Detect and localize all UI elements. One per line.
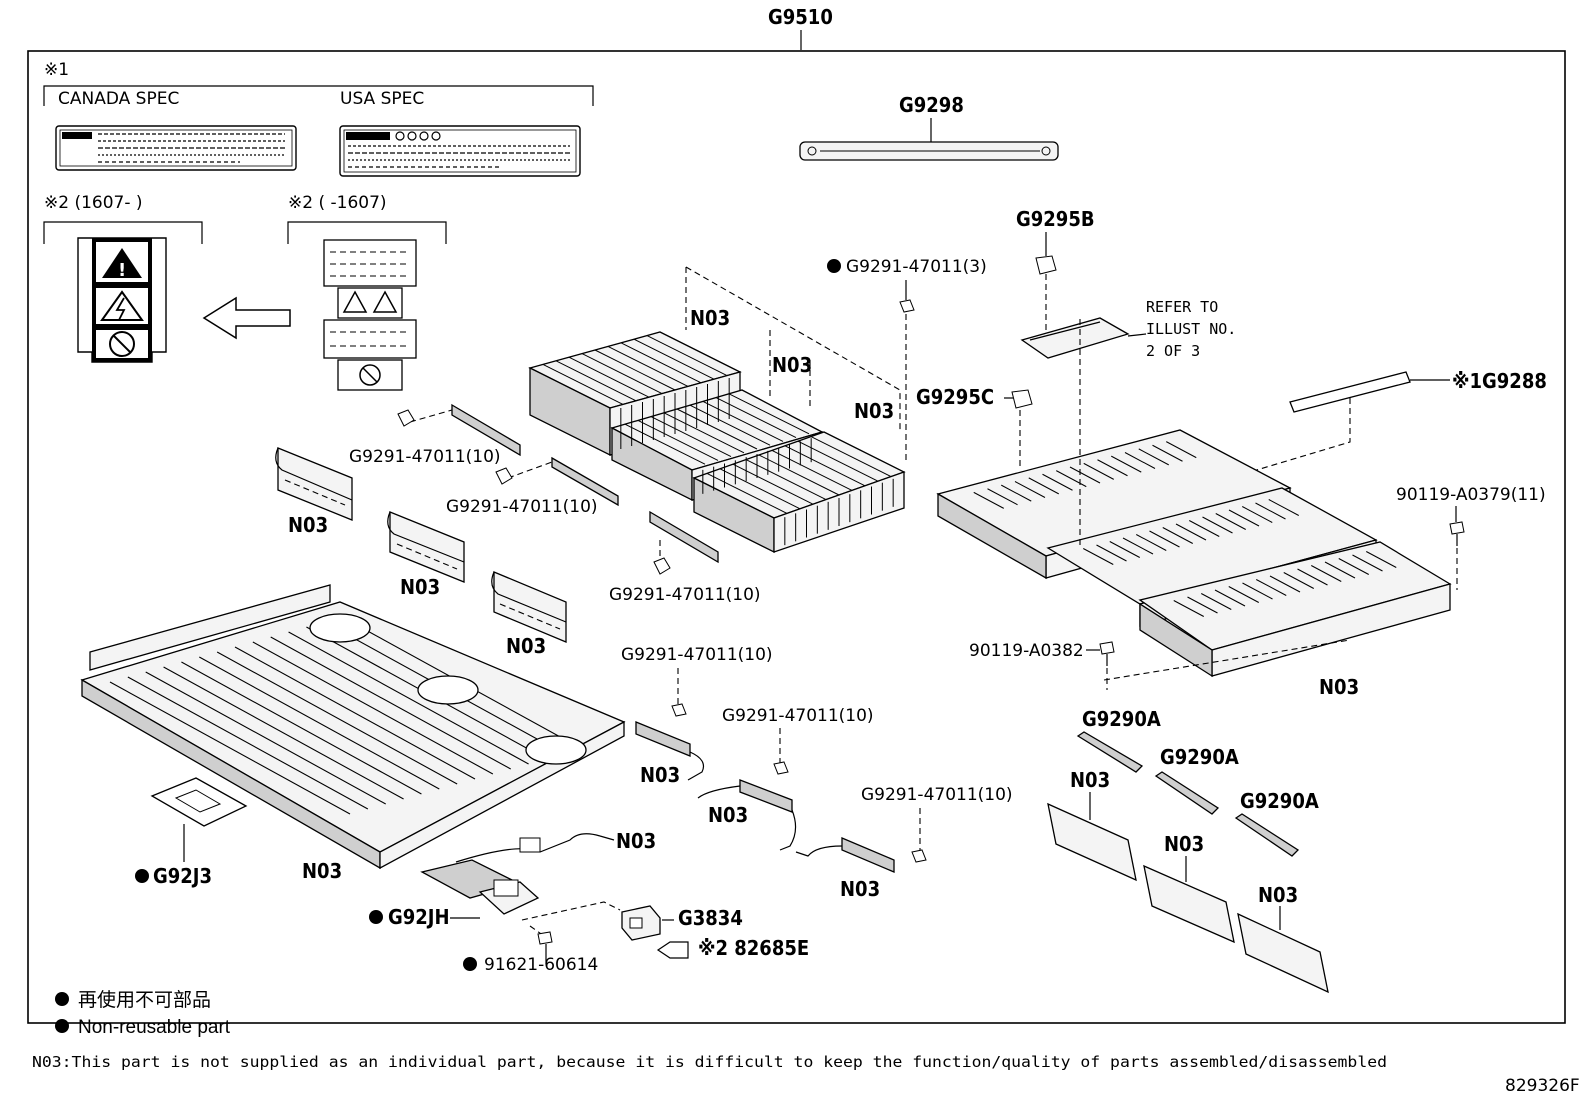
nut-callout-10-f: G9291-47011(10) bbox=[861, 785, 1013, 805]
legend-mark-en bbox=[55, 1019, 69, 1033]
busbar-module-3 bbox=[1237, 906, 1329, 994]
bus-bar-c bbox=[649, 510, 719, 575]
service-plug-base bbox=[420, 859, 540, 915]
g9298-callout: G9298 bbox=[899, 93, 964, 117]
warning-label-old-range: ※2 ( -1607) bbox=[288, 193, 387, 213]
nut-callout-10-c: G9291-47011(10) bbox=[609, 585, 761, 605]
battery-tray bbox=[80, 584, 626, 870]
refer-line-1: REFER TO bbox=[1146, 298, 1218, 316]
n03-callout-strip-2: N03 bbox=[708, 803, 748, 827]
canada-caution-label bbox=[55, 125, 297, 171]
g3834-callout: G3834 bbox=[678, 906, 743, 930]
g9295c-clip bbox=[1011, 389, 1033, 409]
g9288-label bbox=[1289, 371, 1411, 413]
footnote: N03:This part is not supplied as an indi… bbox=[32, 1053, 1387, 1071]
bus-bar-b bbox=[495, 456, 619, 507]
busbar-module-2 bbox=[1143, 856, 1235, 944]
terminal-cover-3 bbox=[491, 571, 567, 643]
bolt-a0382 bbox=[1099, 641, 1115, 666]
diagram-frame bbox=[27, 50, 1566, 1024]
g9290a-callout-2: G9290A bbox=[1160, 745, 1239, 769]
sensor-strip-1 bbox=[635, 721, 705, 781]
warning-label-arrow bbox=[202, 296, 291, 340]
g92jh-nonreusable-mark bbox=[369, 910, 383, 924]
g9290a-holder-1 bbox=[1076, 731, 1144, 773]
canada-spec-label: CANADA SPEC bbox=[58, 89, 179, 109]
bolt-a0382-callout: 90119-A0382 bbox=[969, 641, 1084, 661]
nut-callout-3: G9291-47011(3) bbox=[846, 257, 987, 277]
bolt-11 bbox=[1449, 521, 1465, 546]
g9290a-holder-3 bbox=[1234, 813, 1300, 857]
n03-callout-module-1: N03 bbox=[690, 306, 730, 330]
nut-callout-10-b: G9291-47011(10) bbox=[446, 497, 598, 517]
nut-d bbox=[671, 703, 687, 717]
n03-callout-strip-1: N03 bbox=[640, 763, 680, 787]
nut-3-nonreusable-mark bbox=[827, 259, 841, 273]
n03-callout-strip-3: N03 bbox=[840, 877, 880, 901]
nut-callout-10-d: G9291-47011(10) bbox=[621, 645, 773, 665]
n03-callout-busbar-1: N03 bbox=[1070, 768, 1110, 792]
nut-3 bbox=[899, 299, 915, 313]
n03-callout-busbar-3: N03 bbox=[1258, 883, 1298, 907]
upper-cover-assembly bbox=[936, 429, 1452, 678]
screw-91621 bbox=[529, 925, 553, 964]
usa-caution-label bbox=[339, 125, 581, 177]
nut-callout-10-e: G9291-47011(10) bbox=[722, 706, 874, 726]
n03-callout-busbar-2: N03 bbox=[1164, 832, 1204, 856]
g92j3-pad bbox=[150, 777, 248, 827]
terminal-cover-1 bbox=[275, 447, 353, 521]
bus-bar-a bbox=[397, 403, 521, 457]
warning-label-new-range: ※2 (1607- ) bbox=[44, 193, 143, 213]
harness-connector bbox=[455, 833, 615, 863]
n03-callout-cover-3: N03 bbox=[506, 634, 546, 658]
g9290a-callout-1: G9290A bbox=[1082, 707, 1161, 731]
g9295b-callout: G9295B bbox=[1016, 207, 1095, 231]
legend-jp: 再使用不可部品 bbox=[78, 989, 211, 1011]
refer-line-2: ILLUST NO. bbox=[1146, 320, 1236, 338]
terminal-cover-2 bbox=[387, 511, 465, 583]
g9295b-clip bbox=[1035, 255, 1057, 275]
n03-callout-cover-2: N03 bbox=[400, 575, 440, 599]
n03-callout-cover-assy: N03 bbox=[1319, 675, 1359, 699]
g9295c-callout: G9295C bbox=[916, 385, 994, 409]
screw-nonreusable-mark bbox=[463, 957, 477, 971]
g92j3-nonreusable-mark bbox=[135, 869, 149, 883]
usa-spec-label: USA SPEC bbox=[340, 89, 424, 109]
g9290a-holder-2 bbox=[1154, 771, 1220, 815]
g3834-connector bbox=[621, 905, 661, 941]
screw-callout: 91621-60614 bbox=[484, 955, 598, 975]
nut-callout-10-a: G9291-47011(10) bbox=[349, 447, 501, 467]
g92jh-callout: G92JH bbox=[388, 905, 450, 929]
legend-mark-jp bbox=[55, 992, 69, 1006]
g9288-callout: ※1G9288 bbox=[1452, 369, 1547, 393]
82685e-callout: ※2 82685E bbox=[698, 936, 809, 960]
n03-callout-harness: N03 bbox=[616, 829, 656, 853]
diagram-title: G9510 bbox=[768, 5, 833, 29]
warning-label-new: ! bbox=[77, 237, 167, 363]
refer-line-3: 2 OF 3 bbox=[1146, 342, 1200, 360]
g9290a-callout-3: G9290A bbox=[1240, 789, 1319, 813]
bolt-11-callout: 90119-A0379(11) bbox=[1396, 485, 1546, 505]
busbar-module-1 bbox=[1047, 792, 1137, 882]
sensor-strip-2 bbox=[697, 779, 797, 851]
g92j3-callout: G92J3 bbox=[153, 864, 212, 888]
legend-en: Non-reusable part bbox=[78, 1017, 231, 1038]
sensor-strip-3 bbox=[795, 837, 895, 873]
spec-marker: ※1 bbox=[44, 60, 69, 80]
n03-callout-module-2: N03 bbox=[772, 353, 812, 377]
warning-label-old bbox=[323, 239, 417, 391]
n03-callout-tray: N03 bbox=[302, 859, 342, 883]
nut-f bbox=[911, 849, 927, 863]
n03-callout-module-3: N03 bbox=[854, 399, 894, 423]
figure-code: 829326F bbox=[1505, 1076, 1580, 1096]
g9298-bar bbox=[799, 141, 1059, 161]
82685e-arrow bbox=[656, 941, 689, 959]
nut-e bbox=[773, 761, 789, 775]
sub-cover-plate bbox=[1020, 317, 1130, 359]
svg-text:!: ! bbox=[118, 260, 126, 281]
n03-callout-cover-1: N03 bbox=[288, 513, 328, 537]
